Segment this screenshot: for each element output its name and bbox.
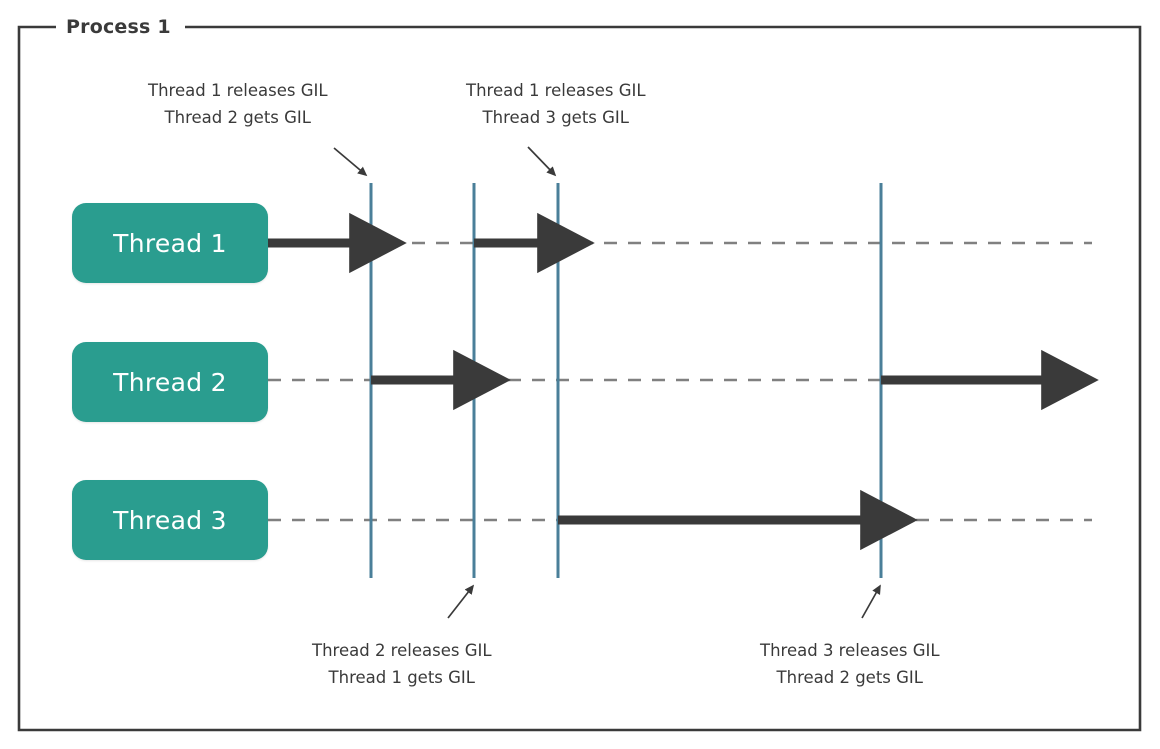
pointer-arrow-bottom-right xyxy=(861,584,881,619)
process-frame xyxy=(17,25,1142,732)
annotation-top-right-line-2: Thread 3 gets GIL xyxy=(482,107,629,127)
annotation-bottom-right-line-1: Thread 3 releases GIL xyxy=(760,641,940,660)
pointer-arrow-bottom-left xyxy=(447,584,475,619)
annotation-bottom-right-line-2: Thread 2 gets GIL xyxy=(776,667,923,687)
annotation-top-left-line-2: Thread 2 gets GIL xyxy=(164,107,311,127)
thread-box-thread-3[interactable]: Thread 3 xyxy=(72,480,268,560)
annotation-bottom-left-line-2: Thread 1 gets GIL xyxy=(328,667,475,687)
annotation-top-left: Thread 1 releases GIL Thread 2 gets GIL xyxy=(148,78,328,131)
process-title: Process 1 xyxy=(58,16,179,38)
annotation-top-left-line-1: Thread 1 releases GIL xyxy=(148,81,328,100)
annotation-top-right: Thread 1 releases GIL Thread 3 gets GIL xyxy=(466,78,646,131)
running-segments xyxy=(268,212,1099,551)
annotation-bottom-right: Thread 3 releases GIL Thread 2 gets GIL xyxy=(760,638,940,691)
thread-label-thread-2: Thread 2 xyxy=(113,367,227,397)
frame-border xyxy=(17,25,1142,732)
thread-label-thread-1: Thread 1 xyxy=(113,228,227,258)
annotation-bottom-left: Thread 2 releases GIL Thread 1 gets GIL xyxy=(312,638,492,691)
thread-box-thread-2[interactable]: Thread 2 xyxy=(72,342,268,422)
annotation-pointers xyxy=(333,146,881,619)
pointer-arrow-top-right xyxy=(527,146,557,177)
annotation-bottom-left-line-1: Thread 2 releases GIL xyxy=(312,641,492,660)
thread-label-thread-3: Thread 3 xyxy=(113,505,227,535)
thread-box-thread-1[interactable]: Thread 1 xyxy=(72,203,268,283)
pointer-arrow-top-left xyxy=(333,147,368,177)
annotation-top-right-line-1: Thread 1 releases GIL xyxy=(466,81,646,100)
